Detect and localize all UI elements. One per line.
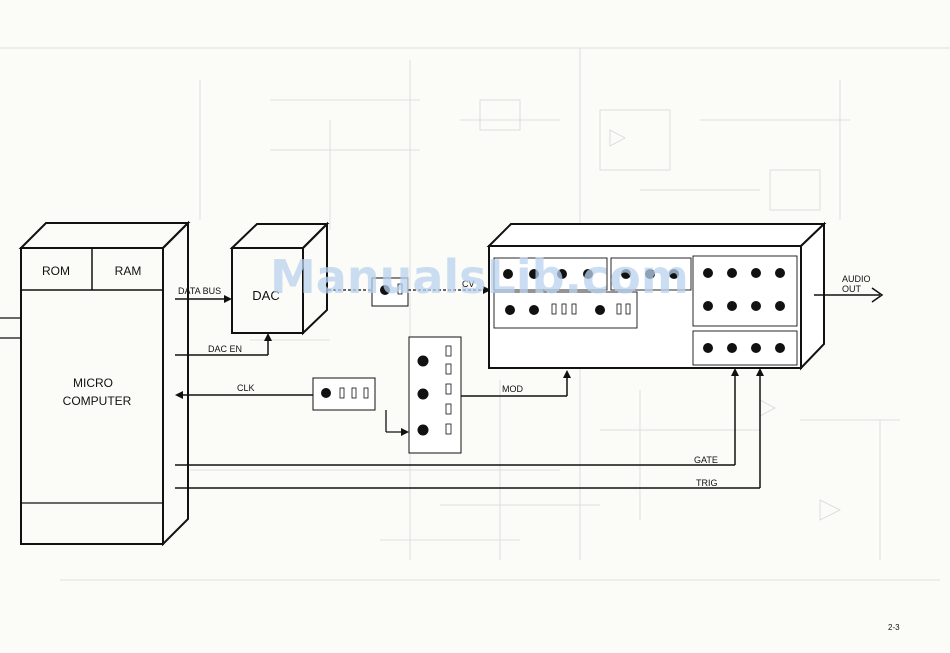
dac-en-label: DAC EN	[208, 344, 242, 354]
page-number: 2-3	[888, 623, 900, 632]
audio-out-label-line2: OUT	[842, 284, 862, 294]
data-bus-arrow	[175, 295, 232, 303]
micro-computer-label-line1: MICRO	[73, 376, 113, 390]
data-bus-label: DATA BUS	[178, 286, 221, 296]
micro-computer-label-line2: COMPUTER	[63, 394, 132, 408]
lfo-to-mod-line	[386, 410, 409, 436]
trig-label: TRIG	[696, 478, 718, 488]
watermark: ManualsLib.com	[270, 250, 689, 304]
lfo-module	[313, 378, 375, 410]
ram-label: RAM	[115, 264, 142, 278]
clk-label: CLK	[237, 383, 255, 393]
mod-label: MOD	[502, 384, 523, 394]
gate-label: GATE	[694, 455, 718, 465]
rom-label: ROM	[42, 264, 70, 278]
modulation-router-module	[409, 337, 461, 453]
audio-out-label-line1: AUDIO	[842, 274, 871, 284]
